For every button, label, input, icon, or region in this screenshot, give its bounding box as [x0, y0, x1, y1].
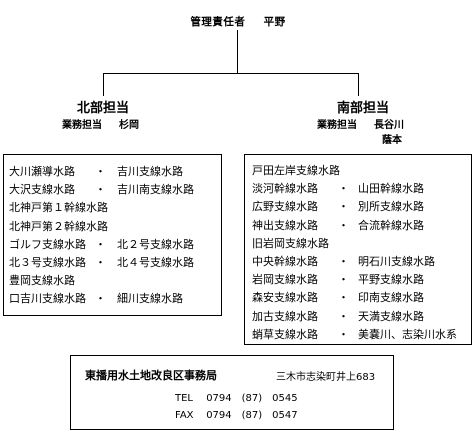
channel-name: 旧岩岡支線水路	[252, 236, 329, 250]
channel-name: 別所支線水路	[358, 200, 424, 214]
channel-name: 合流幹線水路	[358, 218, 424, 232]
office-fax: FAX 0794 (87) 0547	[175, 406, 298, 421]
channel-name: 山田幹線水路	[358, 182, 424, 196]
south-staff-name-2: 蔭本	[382, 135, 402, 146]
north-channel-box: 大川瀬導水路・吉川支線水路大沢支線水路・吉川南支線水路北神戸第１幹線水路北神戸第…	[3, 154, 222, 316]
channel-separator: ・	[338, 291, 349, 305]
branch-horizontal-line	[103, 73, 359, 74]
channel-name: 中央幹線水路	[252, 255, 318, 268]
channel-separator: ・	[338, 309, 349, 323]
channel-name: 大川瀬導水路	[9, 165, 75, 178]
channel-name: 蛸草支線水路	[252, 327, 318, 341]
channel-name: 吉川支線水路	[117, 165, 183, 178]
manager-name: 平野	[263, 16, 286, 28]
channel-name: 美嚢川、志染川水系	[358, 327, 457, 341]
fax-number: 0794 (87) 0547	[206, 410, 298, 421]
office-name: 東播用水土地改良区事務局	[85, 369, 217, 382]
channel-separator: ・	[338, 327, 349, 341]
channel-name: 北神戸第１幹線水路	[9, 201, 108, 215]
channel-name: 印南支線水路	[358, 291, 424, 305]
channel-name: ゴルフ支線水路	[9, 237, 86, 251]
channel-separator: ・	[338, 273, 349, 287]
channel-name: 北神戸第２幹線水路	[9, 219, 108, 233]
channel-name: 神出支線水路	[252, 218, 318, 232]
north-staff-role: 業務担当	[62, 120, 102, 131]
manager-title: 管理責任者 平野	[0, 14, 476, 29]
north-title: 北部担当	[77, 101, 130, 116]
tel-label: TEL	[175, 393, 193, 404]
channel-separator: ・	[95, 256, 106, 269]
south-branch-line	[358, 73, 359, 96]
channel-separator: ・	[338, 255, 349, 268]
north-staff: 業務担当 杉岡	[62, 116, 139, 131]
channel-separator: ・	[95, 292, 106, 306]
channel-separator: ・	[338, 218, 349, 232]
tel-number: 0794 (87) 0545	[206, 393, 298, 404]
channel-name: 森安支線水路	[252, 291, 318, 305]
channel-name: 豊岡支線水路	[9, 274, 75, 288]
manager-role: 管理責任者	[190, 16, 246, 28]
channel-name: 平野支線水路	[358, 273, 424, 287]
south-staff: 業務担当 長谷川	[317, 116, 404, 131]
channel-separator: ・	[95, 183, 106, 197]
channel-separator: ・	[338, 200, 349, 214]
fax-label: FAX	[175, 410, 194, 421]
channel-name: 北３号支線水路	[9, 256, 86, 269]
channel-name: 戸田左岸支線水路	[252, 164, 340, 177]
channel-name: 細川支線水路	[117, 292, 183, 306]
channel-name: 淡河幹線水路	[252, 182, 318, 196]
channel-name: 北４号支線水路	[117, 256, 194, 269]
channel-name: 大沢支線水路	[9, 183, 75, 197]
north-staff-name: 杉岡	[118, 120, 139, 131]
south-title: 南部担当	[337, 101, 390, 116]
trunk-line	[237, 30, 238, 73]
south-staff-name-1: 長谷川	[373, 120, 404, 131]
office-address: 三木市志染町井上683	[276, 372, 376, 383]
north-branch-line	[103, 73, 104, 96]
channel-name: 明石川支線水路	[358, 255, 435, 268]
channel-name: 口吉川支線水路	[9, 292, 86, 306]
south-staff-role: 業務担当	[317, 120, 357, 131]
channel-name: 岩岡支線水路	[252, 273, 318, 287]
channel-separator: ・	[95, 237, 106, 251]
channel-separator: ・	[338, 182, 349, 196]
channel-separator: ・	[95, 165, 106, 178]
office-box: 東播用水土地改良区事務局 三木市志染町井上683 TEL 0794 (87) 0…	[70, 355, 394, 430]
channel-name: 天満支線水路	[358, 309, 424, 323]
channel-name: 加古支線水路	[252, 309, 318, 323]
office-tel: TEL 0794 (87) 0545	[175, 389, 298, 404]
channel-name: 吉川南支線水路	[117, 183, 194, 197]
south-channel-box: 戸田左岸支線水路淡河幹線水路・山田幹線水路広野支線水路・別所支線水路神出支線水路…	[244, 154, 472, 345]
channel-name: 北２号支線水路	[117, 237, 194, 251]
channel-name: 広野支線水路	[252, 200, 318, 214]
